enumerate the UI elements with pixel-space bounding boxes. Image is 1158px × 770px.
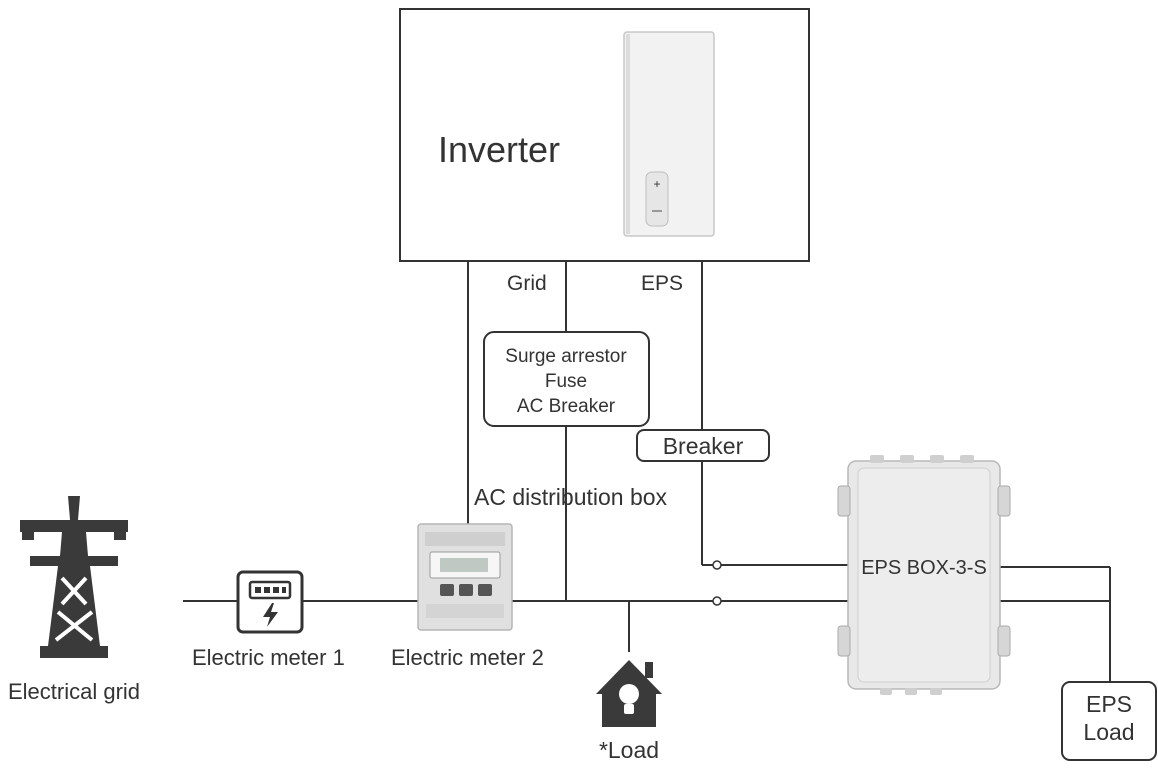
inverter-device-image: + — [623, 31, 715, 237]
transmission-tower-icon — [20, 496, 128, 658]
electric-meter-1-label: Electric meter 1 — [192, 645, 345, 670]
ac-distribution-label: AC distribution box — [474, 484, 668, 510]
load-label: *Load — [599, 737, 659, 763]
electric-meter-1-icon — [236, 570, 304, 634]
eps-box-label: EPS BOX-3-S — [861, 557, 987, 579]
electrical-grid-label: Electrical grid — [8, 679, 140, 704]
wiring — [183, 261, 1111, 682]
eps-load-line-2: Load — [1083, 719, 1134, 745]
eps-port-label: EPS — [641, 272, 683, 295]
inverter-label: Inverter — [438, 129, 560, 170]
svg-text:+: + — [653, 177, 660, 191]
protection-line-ac-breaker: AC Breaker — [517, 396, 616, 417]
inverter-frame — [399, 8, 810, 262]
eps-load-line-1: EPS — [1086, 691, 1132, 717]
electric-meter-2-device — [417, 523, 513, 631]
house-load-icon — [596, 660, 662, 727]
protection-box — [483, 331, 650, 427]
protection-line-surge: Surge arrestor — [505, 346, 627, 367]
junction-node-bus — [712, 596, 722, 606]
electric-meter-2-label: Electric meter 2 — [391, 645, 544, 670]
eps-load-box — [1061, 681, 1157, 761]
eps-box-device — [837, 455, 1011, 695]
junction-node-eps — [712, 560, 722, 570]
grid-port-label: Grid — [507, 272, 547, 295]
transmission-tower-bracing — [54, 576, 94, 642]
breaker-label: Breaker — [663, 433, 744, 459]
breaker-box — [636, 429, 770, 462]
protection-line-fuse: Fuse — [545, 371, 587, 392]
